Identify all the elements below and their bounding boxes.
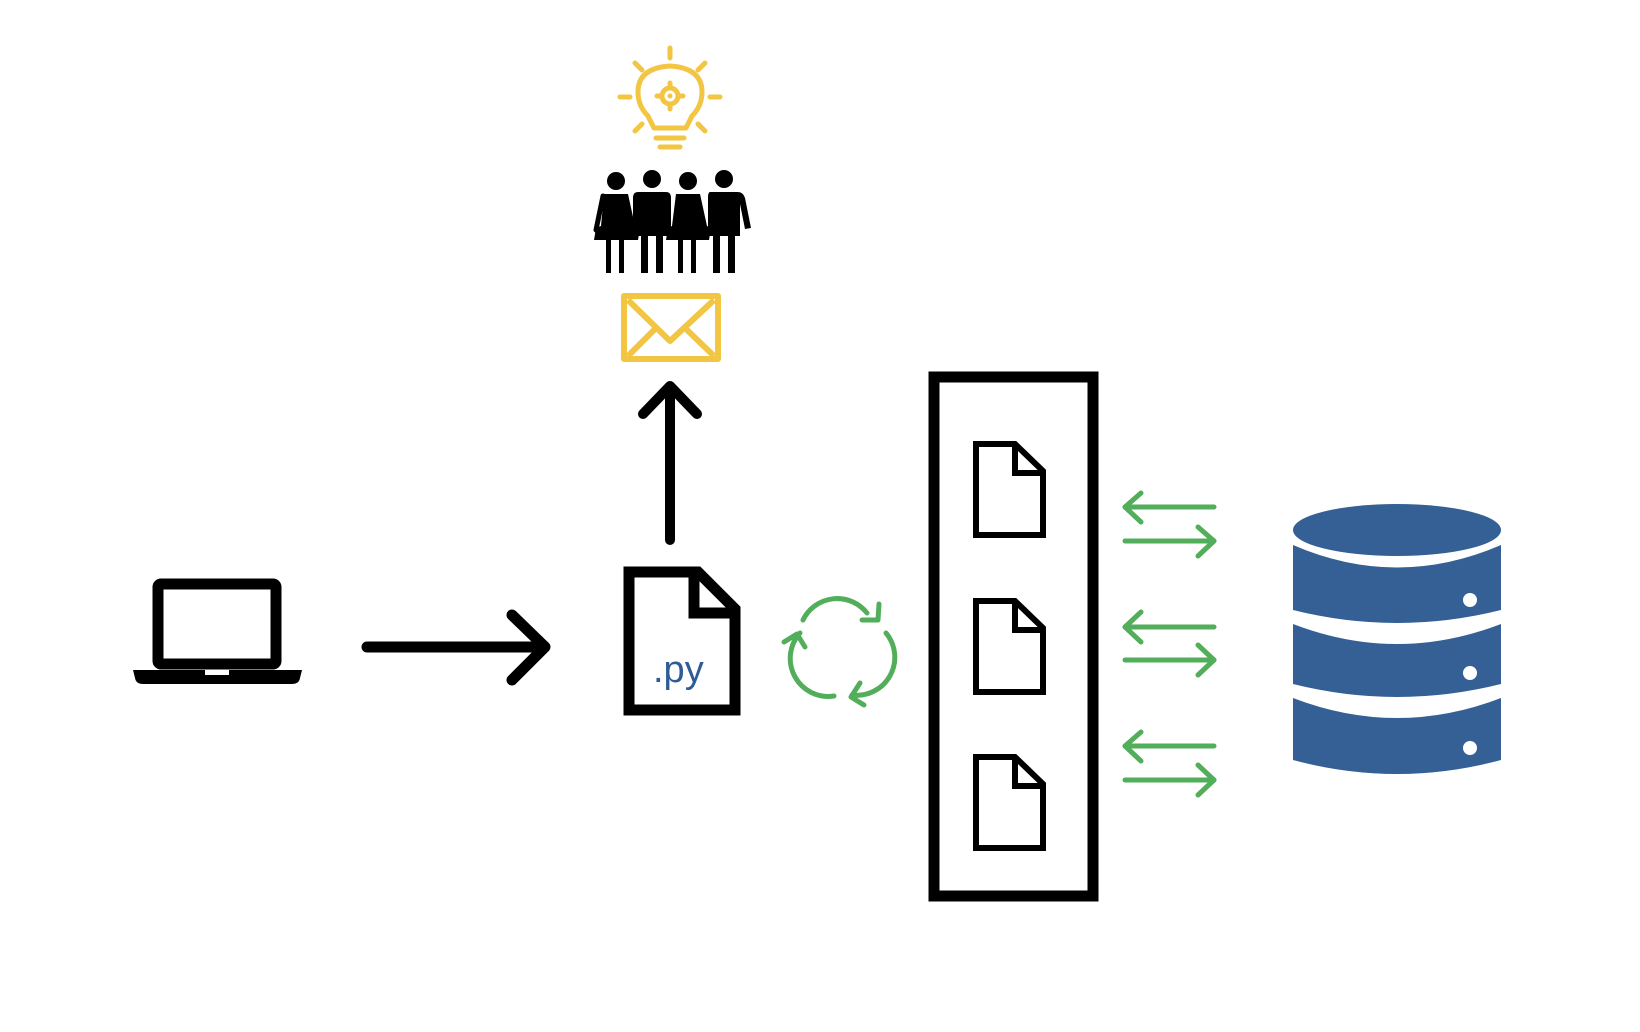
document-1-icon — [973, 441, 1046, 538]
sync-arrows-2 — [1122, 609, 1217, 678]
laptop-icon — [133, 578, 302, 684]
document-3-icon — [973, 754, 1046, 851]
sync-arrows-1 — [1122, 490, 1217, 559]
arrow-right-icon — [361, 609, 551, 686]
envelope-icon — [621, 293, 721, 362]
bidirectional-arrows-icon — [1122, 490, 1217, 798]
document-stack-icon — [928, 371, 1099, 902]
sync-arrows-3 — [1122, 729, 1217, 798]
lightbulb-gear-icon — [617, 45, 723, 150]
py-label: .py — [653, 649, 704, 691]
python-file-icon: .py — [623, 566, 741, 716]
database-icon — [1293, 504, 1501, 774]
arrow-up-icon — [638, 381, 702, 545]
refresh-cycle-icon — [781, 596, 898, 708]
document-2-icon — [973, 598, 1046, 695]
people-group-icon — [593, 170, 751, 273]
